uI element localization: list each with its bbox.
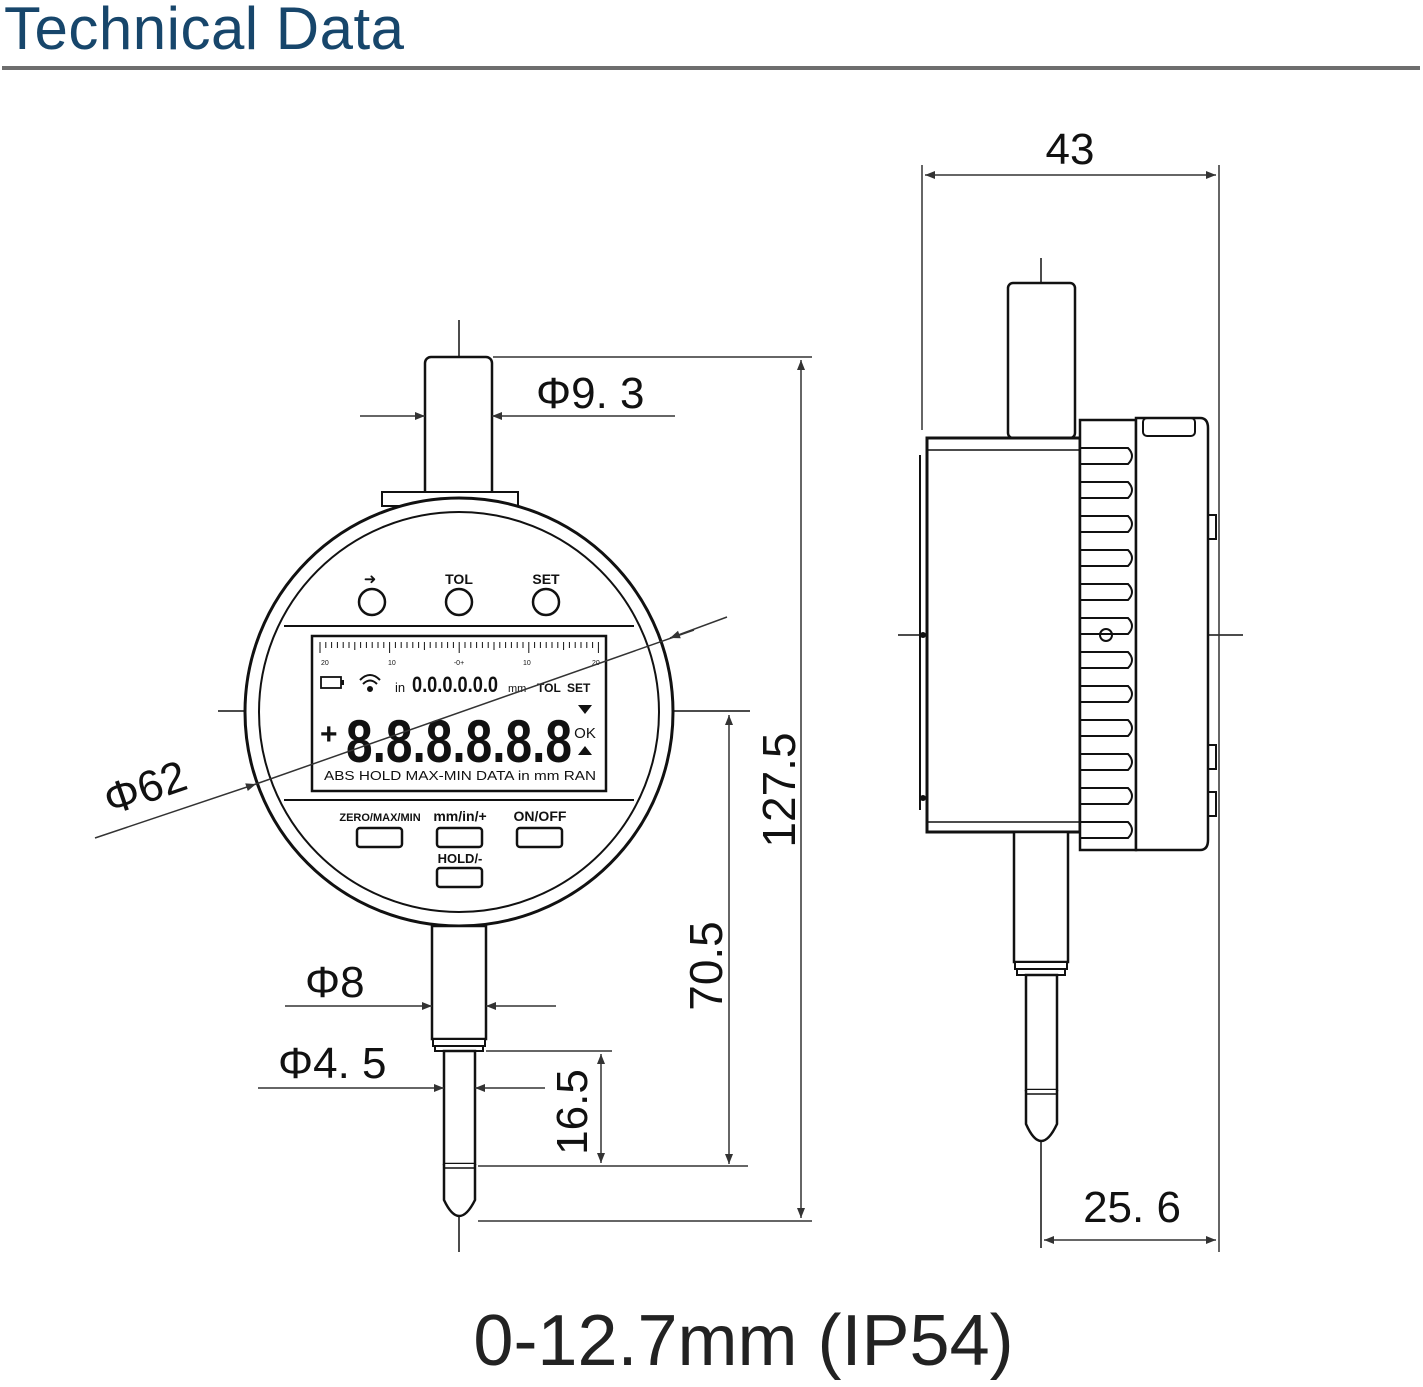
front-spindle-ring-1 xyxy=(432,1038,486,1047)
arrow-button-label: ➜ xyxy=(364,571,377,588)
bezel-knurl xyxy=(1080,719,1133,737)
front-spindle xyxy=(430,924,488,1041)
dim-spindle-diameter-label: Φ8 xyxy=(305,958,365,1007)
dial-inner-bezel xyxy=(258,511,660,913)
lcd-small-unit-in: in xyxy=(395,680,405,695)
side-stem xyxy=(1006,281,1077,440)
tol-button-label: TOL xyxy=(445,571,473,587)
side-bezel-knurls xyxy=(1080,447,1133,839)
battery-terminal xyxy=(341,680,344,685)
dim-stem-diameter-label: Φ9. 3 xyxy=(536,369,645,418)
wifi-icon xyxy=(359,674,381,692)
range-caption: 0-12.7mm (IP54) xyxy=(473,1301,1014,1381)
bezel-knurl xyxy=(1080,447,1133,465)
mm-in-plus-button xyxy=(435,826,484,849)
side-button-1 xyxy=(1207,514,1217,540)
front-tip-rod xyxy=(442,1049,477,1166)
dim-dial-leader-line xyxy=(255,629,695,785)
lcd-scale-label: 20 xyxy=(592,660,600,667)
lcd-small-readout: 0.0.0.0.0.0 xyxy=(412,672,498,697)
dim-tip-diameter-label: Φ4. 5 xyxy=(278,1039,387,1088)
bezel-knurl xyxy=(1080,787,1133,805)
side-front-cover xyxy=(1134,416,1210,852)
on-off-button xyxy=(515,826,564,849)
zero-max-min-label: ZERO/MAX/MIN xyxy=(339,812,420,824)
front-dimensions xyxy=(94,356,812,1222)
lcd-tol-label: TOL xyxy=(537,681,561,695)
arrow-button xyxy=(357,587,387,617)
lcd-scale-ticks xyxy=(319,642,599,653)
bezel-knurl xyxy=(1080,753,1133,771)
side-back-screw xyxy=(920,795,926,801)
lcd-scale-label: 10 xyxy=(523,660,531,667)
dim-dial-diameter-label: Φ62 xyxy=(98,751,193,825)
bezel-knurl xyxy=(1080,617,1133,635)
side-contact-point xyxy=(1024,1090,1059,1143)
lcd-bottom-row: ABS HOLD MAX-MIN DATA in mm RAN xyxy=(324,768,596,783)
up-triangle-icon xyxy=(578,746,592,755)
dim-tip-length-label: 16.5 xyxy=(548,1069,597,1155)
side-view xyxy=(898,258,1243,1248)
dim-center-to-tip-label: 70.5 xyxy=(680,921,732,1011)
on-off-label: ON/OFF xyxy=(514,808,567,824)
side-back-screw xyxy=(920,632,926,638)
side-dimensions xyxy=(921,165,1220,1252)
dim-depth-label: 43 xyxy=(1046,125,1095,174)
title-divider xyxy=(2,66,1420,70)
lcd-big-readout: 8.8.8.8.8.8 xyxy=(346,708,572,775)
hold-minus-button xyxy=(435,866,484,889)
bezel-knurl xyxy=(1080,685,1133,703)
side-top-button xyxy=(1142,417,1196,437)
set-button-label: SET xyxy=(532,571,560,587)
mm-in-plus-label: mm/in/+ xyxy=(433,808,486,824)
bezel-knurl xyxy=(1080,549,1133,567)
lcd-scale-label: 20 xyxy=(321,660,329,667)
lcd-ok-label: OK xyxy=(574,725,596,742)
front-contact-point xyxy=(442,1164,477,1218)
lcd-scale-label: 10 xyxy=(388,660,396,667)
side-body xyxy=(925,436,1082,834)
front-stem xyxy=(423,355,494,499)
bezel-knurl xyxy=(1080,821,1133,839)
zero-max-min-button xyxy=(355,826,404,849)
lcd-scale-label: -0+ xyxy=(454,660,464,667)
lcd-text-group: ➜ TOL SET 20 10 -0+ 10 20 in 0.0.0.0.0.0… xyxy=(320,571,600,866)
page-title: Technical Data xyxy=(4,0,405,62)
side-dimension-labels: 43 25. 6 xyxy=(1046,125,1181,1232)
lcd-plus-sign: + xyxy=(320,718,338,751)
lcd-screen xyxy=(310,634,608,793)
bezel-knurl xyxy=(1080,481,1133,499)
dim-dial-leader-upper xyxy=(669,616,728,639)
front-view xyxy=(218,320,750,1252)
tol-button xyxy=(444,587,474,617)
header: Technical Data xyxy=(0,0,1423,80)
dim-dial-leader-lower xyxy=(94,783,257,839)
side-ring-hole xyxy=(1099,628,1113,642)
side-spindle xyxy=(1012,830,1070,964)
bezel-knurl xyxy=(1080,651,1133,669)
hold-minus-label: HOLD/- xyxy=(438,851,483,866)
set-button xyxy=(531,587,561,617)
dim-total-height-label: 127.5 xyxy=(753,732,805,847)
lcd-set-label: SET xyxy=(567,681,591,695)
down-triangle-icon xyxy=(578,705,592,714)
bezel-knurl xyxy=(1080,583,1133,601)
lcd-small-unit-mm: mm xyxy=(508,683,526,695)
side-button-2 xyxy=(1207,744,1217,770)
dim-back-offset-label: 25. 6 xyxy=(1083,1183,1181,1232)
side-spindle-ring-1 xyxy=(1014,961,1068,970)
side-tip-rod xyxy=(1024,973,1059,1092)
side-button-3 xyxy=(1207,791,1217,817)
bezel-knurl xyxy=(1080,515,1133,533)
